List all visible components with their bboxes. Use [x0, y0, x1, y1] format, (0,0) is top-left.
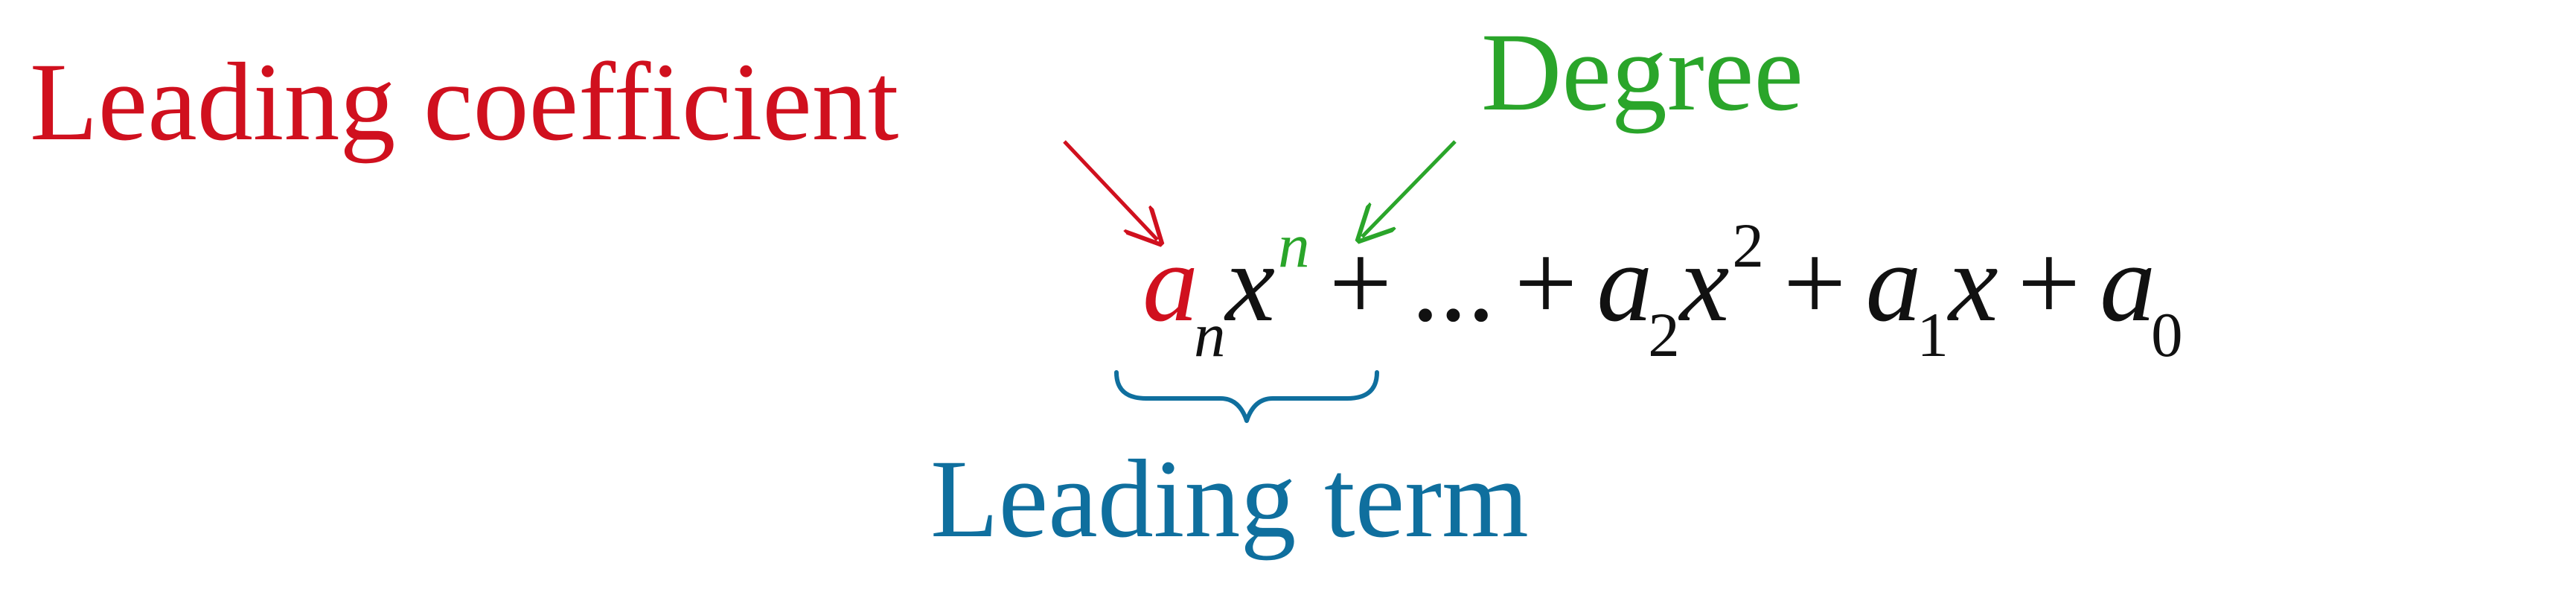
- a-0-base: a: [2100, 221, 2156, 345]
- x-2-base: x: [1679, 221, 1730, 345]
- plus-sign: +: [1514, 221, 1578, 345]
- a-n-base: a: [1142, 221, 1198, 345]
- a-0-subscript: 0: [2151, 300, 2183, 370]
- a-1-term: a1: [1865, 221, 1949, 367]
- a-1-base: a: [1865, 221, 1922, 345]
- a-1-subscript: 1: [1917, 300, 1949, 370]
- leading-term-label: Leading term: [930, 437, 1529, 561]
- plus-sign: +: [1783, 221, 1847, 345]
- degree-label: Degree: [1481, 10, 1804, 134]
- x-2-exponent: 2: [1732, 211, 1764, 281]
- a-2-term: a2: [1597, 221, 1680, 367]
- leading-term-brace: [1114, 370, 1379, 423]
- polynomial-expression: anxn+...+a2x2+a1x+a0: [1142, 214, 2183, 367]
- ellipsis: ...: [1411, 221, 1495, 345]
- a-2-subscript: 2: [1648, 300, 1680, 370]
- a-n-subscript: n: [1194, 300, 1226, 370]
- x-n-term: xn: [1225, 214, 1310, 345]
- plus-sign: +: [1329, 221, 1393, 345]
- leading-coefficient-label: Leading coefficient: [30, 40, 899, 164]
- x-1-base: x: [1948, 221, 1998, 345]
- leading-coefficient-a: an: [1142, 221, 1226, 367]
- a-0-term: a0: [2100, 221, 2183, 367]
- a-2-base: a: [1597, 221, 1653, 345]
- x-n-base: x: [1225, 221, 1276, 345]
- x-2-term: x2: [1679, 214, 1764, 345]
- degree-exponent: n: [1278, 211, 1310, 281]
- plus-sign: +: [2017, 221, 2081, 345]
